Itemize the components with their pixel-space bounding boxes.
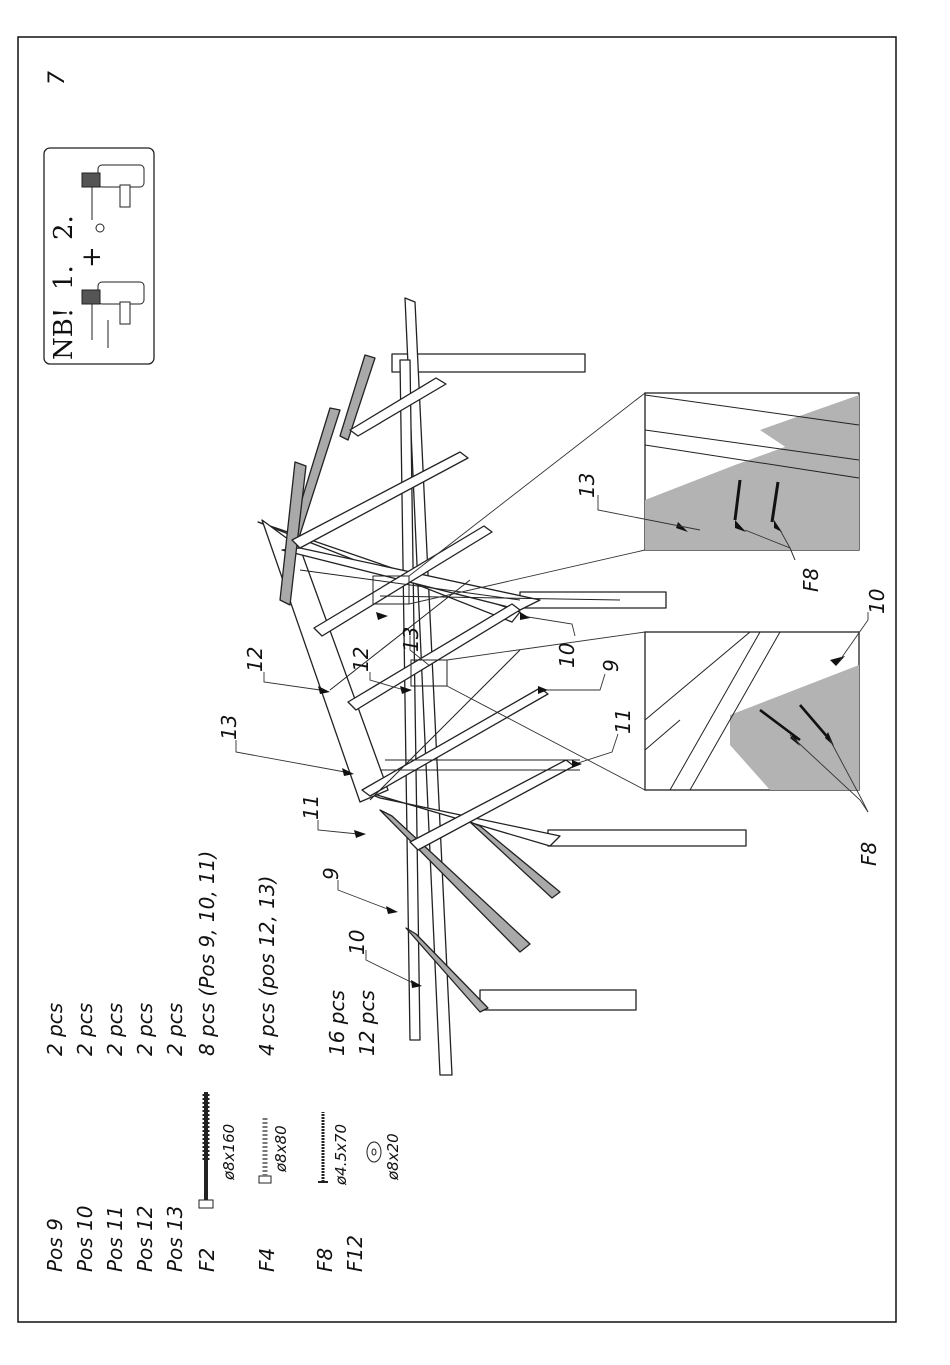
part-code: Pos 12 xyxy=(133,1205,157,1272)
fastener-qty: 4 pcs (pos 12, 13) xyxy=(255,876,279,1056)
callout-11-left: 11 xyxy=(299,795,323,820)
nb-title: NB! xyxy=(49,308,79,360)
fastener-size: ø4.5x70 xyxy=(332,1124,350,1186)
washer-icon xyxy=(367,1142,381,1162)
part-qty: 2 pcs xyxy=(103,1003,127,1056)
fastener-size: ø8x80 xyxy=(272,1125,290,1173)
callout-f8-detail-1: F8 xyxy=(799,568,823,592)
detail-view-13 xyxy=(645,393,859,550)
callout-11-main-top: 11 xyxy=(611,709,635,734)
nb-step-1: 1. xyxy=(49,265,79,290)
parts-list: Pos 9 2 pcs Pos 10 2 pcs Pos 11 2 pcs Po… xyxy=(43,1003,187,1272)
callout-12-left: 12 xyxy=(243,647,267,672)
fastener-code: F12 xyxy=(343,1235,367,1272)
fastener-qty: 8 pcs (Pos 9, 10, 11) xyxy=(195,851,219,1056)
part-qty: 2 pcs xyxy=(133,1003,157,1056)
part-qty: 2 pcs xyxy=(73,1003,97,1056)
part-qty: 2 pcs xyxy=(43,1003,67,1056)
nb-plus: + xyxy=(77,246,107,268)
callout-13-center: 13 xyxy=(399,627,423,652)
nb-note-box: NB! 1. 2. + xyxy=(44,148,154,364)
part-qty: 2 pcs xyxy=(163,1003,187,1056)
part-code: Pos 13 xyxy=(163,1205,187,1272)
detail-view-10 xyxy=(645,632,859,790)
callout-13-left: 13 xyxy=(217,715,241,740)
fastener-size: ø8x20 xyxy=(384,1133,402,1181)
callout-10-main-top: 10 xyxy=(555,643,579,668)
part-code: Pos 11 xyxy=(103,1205,127,1272)
fasteners-list: F2 8 pcs (Pos 9, 10, 11) ø8x160 F4 4 pcs… xyxy=(195,851,402,1272)
fastener-code: F4 xyxy=(255,1248,279,1272)
fastener-size: ø8x160 xyxy=(220,1124,238,1181)
wood-screw-icon xyxy=(318,1112,328,1182)
part-code: Pos 9 xyxy=(43,1218,67,1272)
part-code: Pos 10 xyxy=(73,1205,97,1272)
fastener-qty: 12 pcs xyxy=(355,990,379,1056)
fastener-code: F8 xyxy=(313,1248,337,1272)
callout-12-center: 12 xyxy=(349,647,373,672)
fastener-qty: 16 pcs xyxy=(325,990,349,1056)
fastener-code: F2 xyxy=(195,1248,219,1272)
callout-13-detail: 13 xyxy=(575,473,599,498)
callout-9-main-top: 9 xyxy=(599,659,623,672)
lag-screw-icon xyxy=(259,1118,271,1183)
page-number: 7 xyxy=(45,71,70,85)
callout-10-detail: 10 xyxy=(865,589,889,614)
bolt-icon xyxy=(199,1092,213,1208)
callout-f8-detail-2: F8 xyxy=(857,842,881,866)
nb-step-2: 2. xyxy=(49,215,79,240)
callout-9-left: 9 xyxy=(319,867,343,880)
callout-10-left: 10 xyxy=(345,930,369,955)
